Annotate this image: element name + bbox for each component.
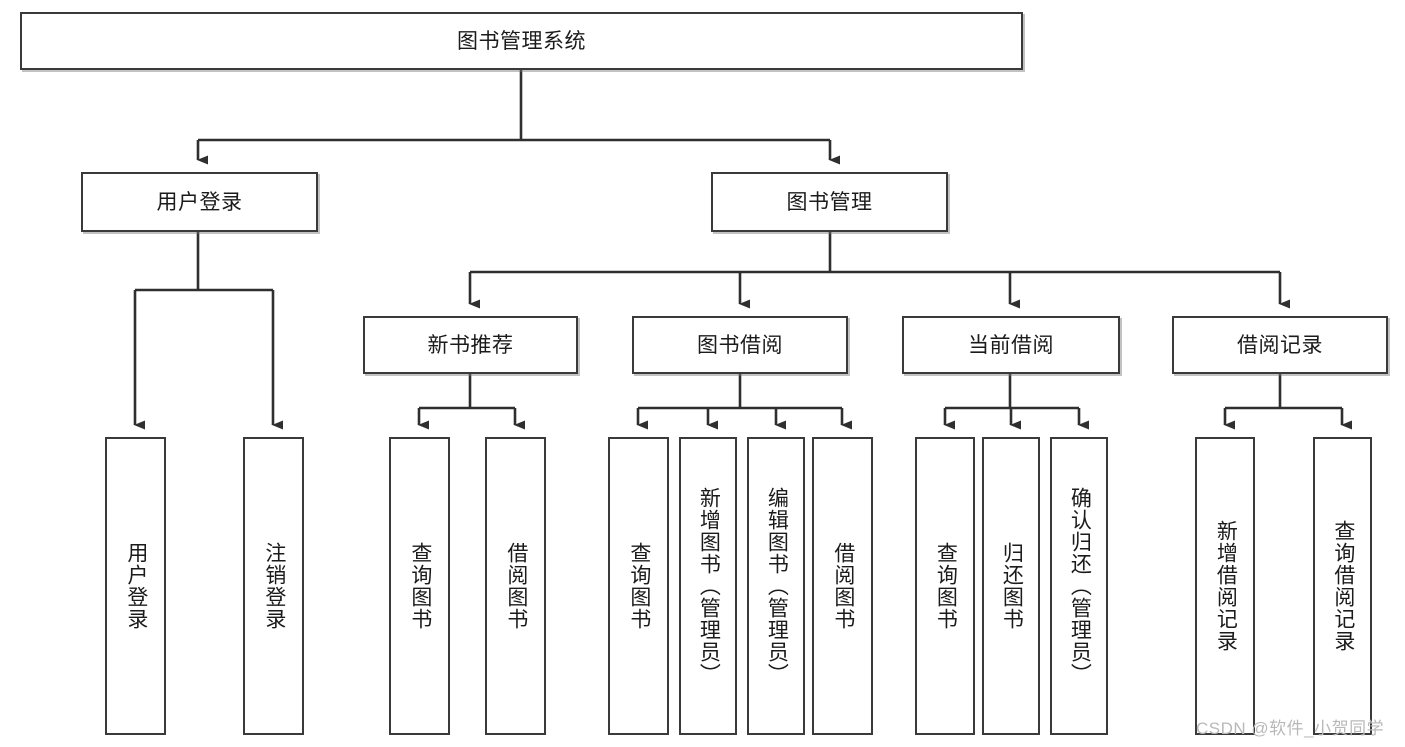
node-root[interactable]: 图书管理系统 bbox=[20, 12, 1023, 70]
leaf-query-book-borrow[interactable]: 查询图书 bbox=[608, 437, 669, 735]
leaf-label: 借阅图书 bbox=[831, 542, 855, 630]
leaf-add-borrow-record[interactable]: 新增借阅记录 bbox=[1195, 437, 1255, 735]
leaf-label: 查询借阅记录 bbox=[1331, 520, 1355, 652]
node-user-login[interactable]: 用户登录 bbox=[81, 172, 318, 232]
leaf-query-borrow-record[interactable]: 查询借阅记录 bbox=[1313, 437, 1372, 735]
leaf-query-book-recommend[interactable]: 查询图书 bbox=[389, 437, 450, 735]
leaf-label: 确认归还（管理员） bbox=[1068, 487, 1092, 685]
leaf-borrow-book-recommend[interactable]: 借阅图书 bbox=[485, 437, 546, 735]
node-book-management-label: 图书管理 bbox=[786, 190, 873, 214]
leaf-edit-book-admin[interactable]: 编辑图书（管理员） bbox=[747, 437, 805, 735]
node-current-borrow[interactable]: 当前借阅 bbox=[902, 316, 1120, 374]
leaf-label: 借阅图书 bbox=[504, 542, 528, 630]
leaf-return-book[interactable]: 归还图书 bbox=[982, 437, 1040, 735]
leaf-label: 新增图书（管理员） bbox=[697, 487, 721, 685]
node-current-borrow-label: 当前借阅 bbox=[968, 333, 1054, 357]
leaf-label: 查询图书 bbox=[934, 542, 958, 630]
node-user-login-label: 用户登录 bbox=[156, 190, 243, 214]
leaf-query-book-current[interactable]: 查询图书 bbox=[915, 437, 975, 735]
node-book-management[interactable]: 图书管理 bbox=[711, 172, 948, 232]
node-root-label: 图书管理系统 bbox=[457, 29, 586, 53]
leaf-borrow-book[interactable]: 借阅图书 bbox=[812, 437, 873, 735]
leaf-label: 新增借阅记录 bbox=[1214, 520, 1238, 652]
leaf-confirm-return-admin[interactable]: 确认归还（管理员） bbox=[1050, 437, 1108, 735]
watermark-text: CSDN @软件_小贺同学 bbox=[1196, 719, 1385, 738]
leaf-logout[interactable]: 注销登录 bbox=[243, 437, 304, 735]
leaf-label: 用户登录 bbox=[124, 542, 148, 630]
node-book-borrow[interactable]: 图书借阅 bbox=[632, 316, 848, 374]
leaf-label: 归还图书 bbox=[1000, 542, 1024, 630]
node-new-book-recommend-label: 新书推荐 bbox=[427, 333, 514, 357]
node-borrow-record[interactable]: 借阅记录 bbox=[1172, 316, 1388, 374]
node-book-borrow-label: 图书借阅 bbox=[697, 333, 783, 357]
leaf-user-login[interactable]: 用户登录 bbox=[105, 437, 166, 735]
leaf-label: 编辑图书（管理员） bbox=[765, 487, 789, 685]
leaf-add-book-admin[interactable]: 新增图书（管理员） bbox=[679, 437, 737, 735]
leaf-label: 查询图书 bbox=[627, 542, 651, 630]
node-borrow-record-label: 借阅记录 bbox=[1237, 333, 1323, 357]
node-new-book-recommend[interactable]: 新书推荐 bbox=[363, 316, 578, 374]
leaf-label: 注销登录 bbox=[262, 542, 286, 630]
leaf-label: 查询图书 bbox=[408, 542, 432, 630]
